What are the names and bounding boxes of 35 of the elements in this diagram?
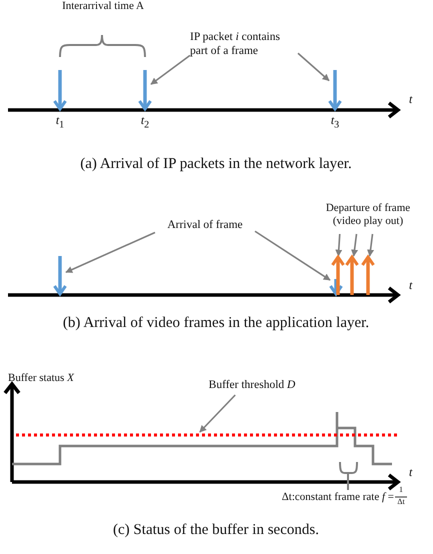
leader-line — [199, 394, 236, 433]
leader-line — [297, 52, 330, 82]
leader-line — [150, 54, 190, 85]
frame-arrival-marker — [54, 256, 66, 295]
departure-marker — [362, 256, 374, 295]
leader-line — [367, 234, 374, 257]
formula-text: Δt:constant frame rate f = — [282, 491, 394, 504]
axis-title: Buffer status X — [8, 372, 74, 385]
leader-line — [254, 230, 331, 281]
time-label: t$_{3}$ — [330, 114, 340, 131]
departure-marker — [346, 256, 358, 295]
axis-label: t — [409, 93, 412, 107]
leader-line — [65, 232, 156, 273]
departure-marker — [332, 256, 344, 295]
caption: (c) Status of the buffer in seconds. — [113, 522, 319, 540]
annotation-text: Buffer threshold D — [196, 379, 308, 393]
axis-label: t — [409, 466, 412, 480]
frame-arrival-marker — [330, 279, 342, 295]
threshold-line — [16, 432, 400, 438]
caption: (b) Arrival of video frames in the application layer. — [62, 315, 370, 332]
fraction-numerator: 1 — [399, 485, 403, 494]
time-label: t$_{2}$ — [140, 114, 150, 131]
fraction-denominator: Δt — [397, 497, 405, 506]
leader-line — [351, 234, 358, 257]
packet-marker — [54, 70, 66, 110]
packet-marker — [139, 70, 151, 110]
time-label: t$_{1}$ — [56, 114, 64, 131]
annotation-text: Arrival of frame — [155, 219, 255, 233]
packet-marker — [329, 70, 341, 110]
axis-label: t — [409, 279, 412, 293]
interval-label: Interarrival time A — [62, 0, 144, 13]
caption: (a) Arrival of IP packets in the network layer. — [80, 156, 352, 174]
leader-line — [335, 234, 342, 257]
annotation-text: Departure of frame (video play out) — [312, 202, 424, 228]
annotation-text: IP packet i contains part of a frame — [190, 31, 298, 59]
